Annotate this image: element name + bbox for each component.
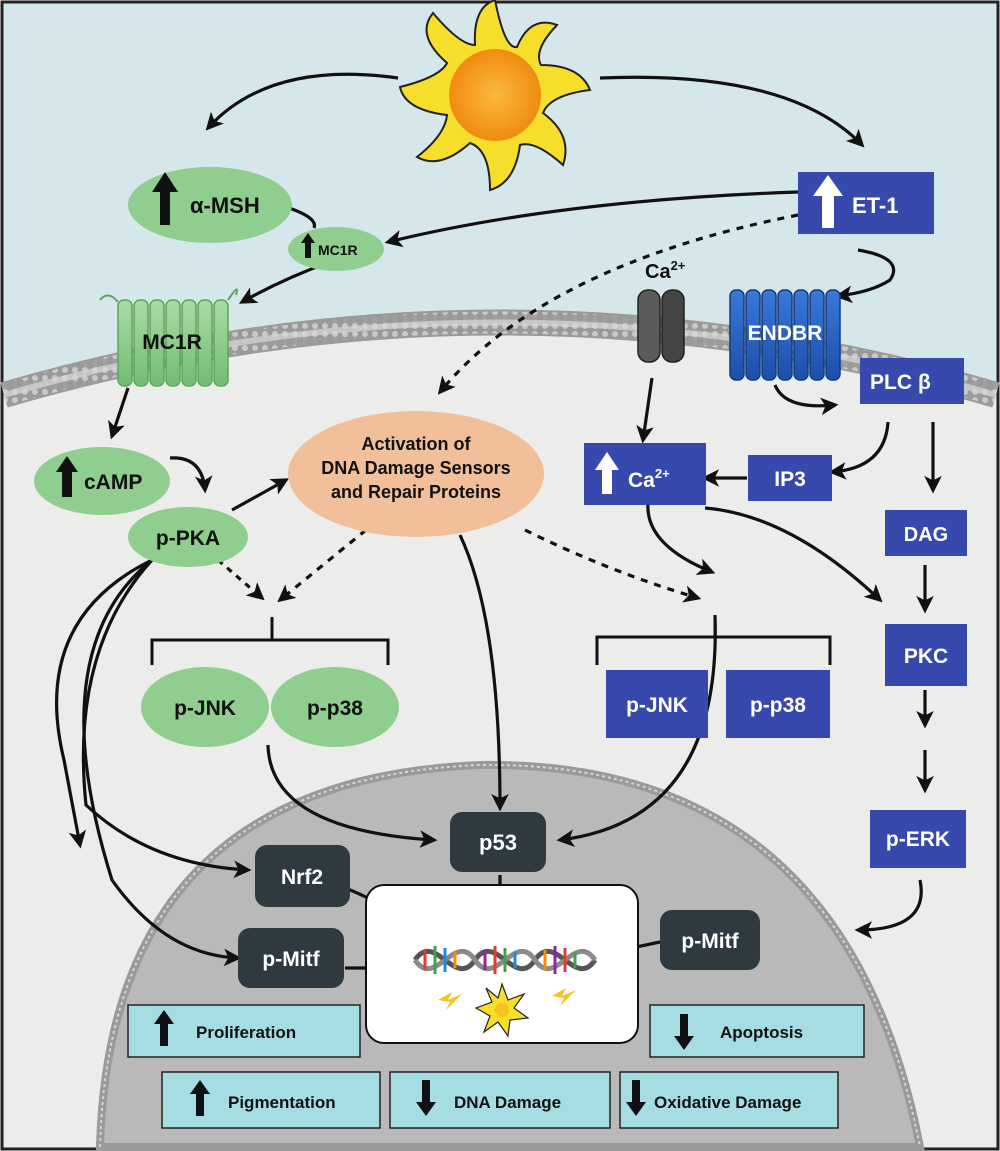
ca-channel-label: Ca [645, 261, 671, 283]
ip3-node: IP3 [748, 455, 832, 501]
dna-helix-icon [412, 946, 598, 974]
outcome-oxidative-damage: Oxidative Damage [619, 1071, 839, 1129]
calcium-channel: Ca2+ [637, 258, 686, 363]
svg-text:Activation of: Activation of [361, 434, 471, 454]
svg-text:DNA Damage: DNA Damage [454, 1093, 561, 1112]
svg-text:p-JNK: p-JNK [626, 694, 688, 717]
svg-text:Proliferation: Proliferation [196, 1023, 296, 1042]
pjnk-right-node: p-JNK [606, 670, 708, 738]
svg-text:p-p38: p-p38 [750, 694, 806, 717]
outcome-proliferation: Proliferation [127, 1004, 361, 1058]
svg-text:DNA Damage Sensors: DNA Damage Sensors [321, 458, 510, 478]
pp38-left-node: p-p38 [271, 667, 399, 747]
svg-text:Oxidative Damage: Oxidative Damage [654, 1093, 801, 1112]
svg-text:p-JNK: p-JNK [174, 697, 236, 720]
bracket-left [150, 617, 390, 665]
left-bolt-icon [438, 992, 462, 1010]
svg-text:p-Mitf: p-Mitf [681, 930, 739, 953]
svg-text:p53: p53 [479, 830, 517, 855]
et1-node: ET-1 [798, 172, 934, 234]
nrf2-node: Nrf2 [255, 845, 350, 907]
svg-text:Apoptosis: Apoptosis [720, 1023, 803, 1042]
down-arrow-icon [626, 1080, 646, 1116]
svg-text:MC1R: MC1R [318, 242, 358, 258]
up-arrow-icon [154, 1010, 174, 1046]
mc1r-receptor-label: MC1R [142, 331, 202, 354]
mc1r-receptor: MC1R [99, 288, 238, 387]
mc1r-upregulated-node: MC1R [288, 227, 384, 271]
svg-text:α-MSH: α-MSH [190, 193, 260, 218]
perk-node: p-ERK [870, 810, 966, 868]
svg-text:p-PKA: p-PKA [156, 527, 220, 550]
pp38-right-node: p-p38 [726, 670, 830, 738]
svg-text:and Repair Proteins: and Repair Proteins [331, 482, 501, 502]
pmitf-right-node: p-Mitf [660, 910, 760, 970]
svg-text:Nrf2: Nrf2 [281, 866, 323, 889]
pjnk-left-node: p-JNK [141, 667, 269, 747]
endbr-label: ENDBR [748, 322, 823, 345]
outcome-pigmentation: Pigmentation [161, 1071, 381, 1129]
pkc-node: PKC [885, 624, 967, 686]
pmitf-left-node: p-Mitf [238, 928, 344, 988]
up-arrow-icon [190, 1080, 210, 1116]
down-arrow-icon [416, 1080, 436, 1116]
dna-damage-burst-icon [474, 982, 530, 1038]
svg-text:DAG: DAG [904, 524, 948, 546]
outcome-apoptosis: Apoptosis [649, 1004, 865, 1058]
right-bolt-icon [552, 988, 576, 1006]
sun-icon [398, 0, 592, 192]
svg-text:p-p38: p-p38 [307, 697, 363, 720]
dag-node: DAG [885, 510, 967, 556]
camp-node: cAMP [34, 447, 170, 515]
svg-text:p-ERK: p-ERK [886, 828, 950, 851]
svg-text:Ca2+: Ca2+ [628, 466, 670, 492]
svg-text:PKC: PKC [904, 645, 948, 668]
svg-text:ET-1: ET-1 [852, 193, 898, 218]
ca-upregulated-node: Ca2+ [584, 443, 706, 505]
dna-damage-sensors-node: Activation of DNA Damage Sensors and Rep… [288, 411, 544, 537]
p53-node: p53 [450, 812, 546, 872]
svg-text:IP3: IP3 [774, 468, 806, 491]
down-arrow-icon [674, 1014, 694, 1050]
ppka-node: p-PKA [128, 507, 248, 567]
arrows [55, 72, 942, 977]
svg-text:p-Mitf: p-Mitf [262, 948, 320, 971]
svg-text:Pigmentation: Pigmentation [228, 1093, 336, 1112]
dna-box [365, 884, 639, 1044]
outcome-dna-damage: DNA Damage [389, 1071, 611, 1129]
endbr-receptor: ENDBR [729, 289, 841, 381]
svg-text:Ca2+: Ca2+ [645, 258, 686, 283]
svg-text:cAMP: cAMP [84, 471, 142, 494]
bracket-right [595, 615, 832, 665]
alpha-msh-node: α-MSH [128, 167, 292, 243]
